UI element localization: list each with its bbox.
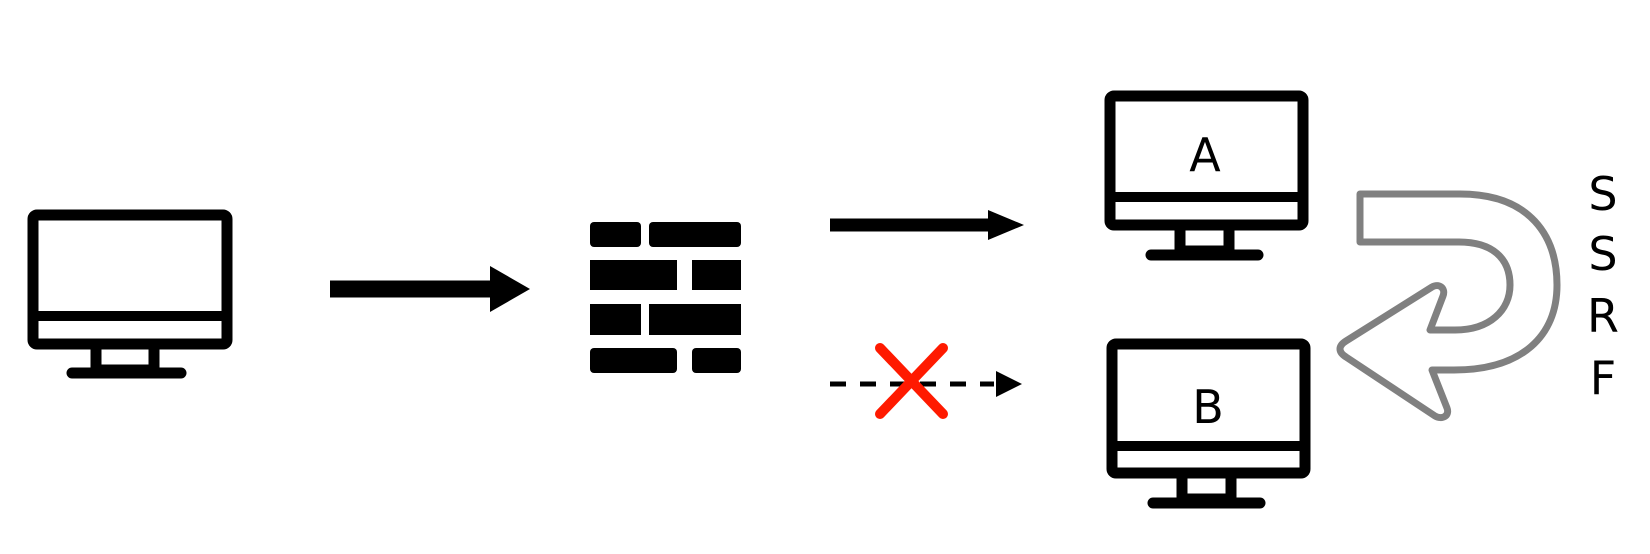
client-monitor-icon: [27, 209, 233, 379]
ssrf-label: S S R F: [1587, 167, 1619, 405]
ssrf-letter: S: [1588, 167, 1617, 221]
blocked-arrow-icon: [830, 371, 1022, 397]
server-a-monitor-icon: [1104, 90, 1309, 261]
ssrf-letter: R: [1587, 289, 1619, 343]
server-a-label: A: [1189, 128, 1221, 182]
ssrf-letter: S: [1588, 227, 1617, 281]
server-b-label: B: [1192, 380, 1224, 434]
server-b-monitor-icon: [1106, 338, 1311, 509]
x-mark-icon: [875, 343, 948, 419]
arrow-right-icon: [330, 266, 530, 312]
allowed-arrow-icon: [830, 210, 1024, 240]
firewall-icon: [590, 222, 741, 373]
u-turn-arrow-icon: [1336, 190, 1561, 422]
ssrf-letter: F: [1590, 351, 1616, 405]
